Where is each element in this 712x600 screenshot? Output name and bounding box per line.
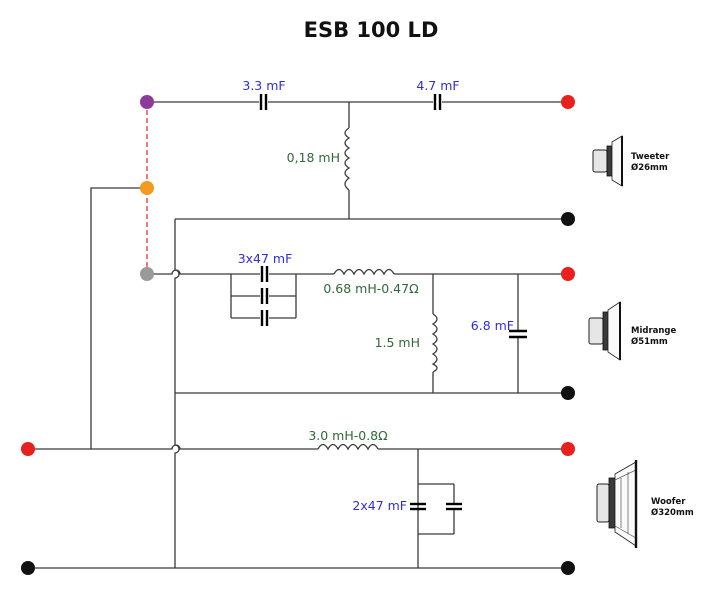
input-negative-terminal[interactable] xyxy=(21,561,35,575)
ground-bus xyxy=(174,219,180,568)
midrange-series-coil-label: 0.68 mH-0.47Ω xyxy=(323,281,419,296)
midrange-cap-bank-left xyxy=(230,273,260,319)
midrange-plate xyxy=(602,311,609,351)
buses xyxy=(90,102,180,568)
woofer-negative-terminal[interactable] xyxy=(561,561,575,575)
woofer-series-coil-label: 3.0 mH-0.8Ω xyxy=(308,428,388,443)
tweeter-magnet xyxy=(592,149,608,173)
woofer-shunt-caps-label: 2x47 mF xyxy=(352,498,407,513)
midrange-negative-terminal[interactable] xyxy=(561,386,575,400)
midrange-magnet xyxy=(588,317,604,345)
woofer-plate xyxy=(608,477,616,529)
midrange-cone xyxy=(607,301,621,361)
woofer-section: 3.0 mH-0.8Ω 2x47 mF xyxy=(28,428,568,569)
tweeter-series-cap-label: 3.3 mF xyxy=(242,78,285,93)
midrange-positive-terminal[interactable] xyxy=(561,267,575,281)
woofer-basket-ribs xyxy=(614,469,637,539)
midrange-shunt-coil-label: 1.5 mH xyxy=(375,335,420,350)
woofer-cap-bank-wires xyxy=(418,483,455,535)
woofer-size: Ø320mm xyxy=(651,507,694,518)
diagram-title: ESB 100 LD xyxy=(304,18,439,42)
tweeter-plate xyxy=(606,145,613,177)
tweeter-negative-terminal[interactable] xyxy=(561,212,575,226)
positive-feed-wire xyxy=(90,187,147,449)
tweeter-shunt-coil-label: 0,18 mH xyxy=(287,150,340,165)
midrange-section: 3x47 mF 0.68 mH-0.47Ω 1.5 mH 6.8 mF xyxy=(147,251,568,394)
midrange-series-coil xyxy=(333,268,395,276)
tweeter-dome xyxy=(611,135,623,187)
bi-wire-terminal-bottom[interactable] xyxy=(140,267,154,281)
midrange-positive-wire-left xyxy=(147,269,231,275)
terminals xyxy=(21,95,575,575)
woofer-positive-terminal[interactable] xyxy=(561,442,575,456)
midrange-series-caps-label: 3x47 mF xyxy=(238,251,293,266)
midrange-icon xyxy=(588,301,621,361)
woofer-name: Woofer xyxy=(651,497,686,507)
woofer-series-coil xyxy=(317,443,379,451)
woofer-magnet xyxy=(596,483,610,523)
bi-wire-terminal-top[interactable] xyxy=(140,95,154,109)
tweeter-icon xyxy=(592,135,623,187)
midrange-size: Ø51mm xyxy=(631,336,668,347)
input-positive-terminal[interactable] xyxy=(21,442,35,456)
midrange-shunt-cap-label: 6.8 mF xyxy=(471,318,514,333)
tweeter-size: Ø26mm xyxy=(631,162,668,173)
tweeter-name: Tweeter xyxy=(631,152,670,162)
tweeter-shunt-coil xyxy=(344,127,351,191)
tweeter-section: 3.3 mF 4.7 mF 0,18 mH xyxy=(147,78,568,220)
midrange-name: Midrange xyxy=(631,326,677,336)
midrange-shunt-coil xyxy=(431,313,438,373)
tweeter-positive-terminal[interactable] xyxy=(561,95,575,109)
midrange-cap-bank-right xyxy=(269,273,334,319)
tweeter-second-cap-label: 4.7 mF xyxy=(416,78,459,93)
woofer-positive-wire-left xyxy=(28,444,318,450)
woofer-icon xyxy=(596,460,638,548)
bi-wire-terminal-mid[interactable] xyxy=(140,181,154,195)
woofer-basket xyxy=(614,461,637,547)
